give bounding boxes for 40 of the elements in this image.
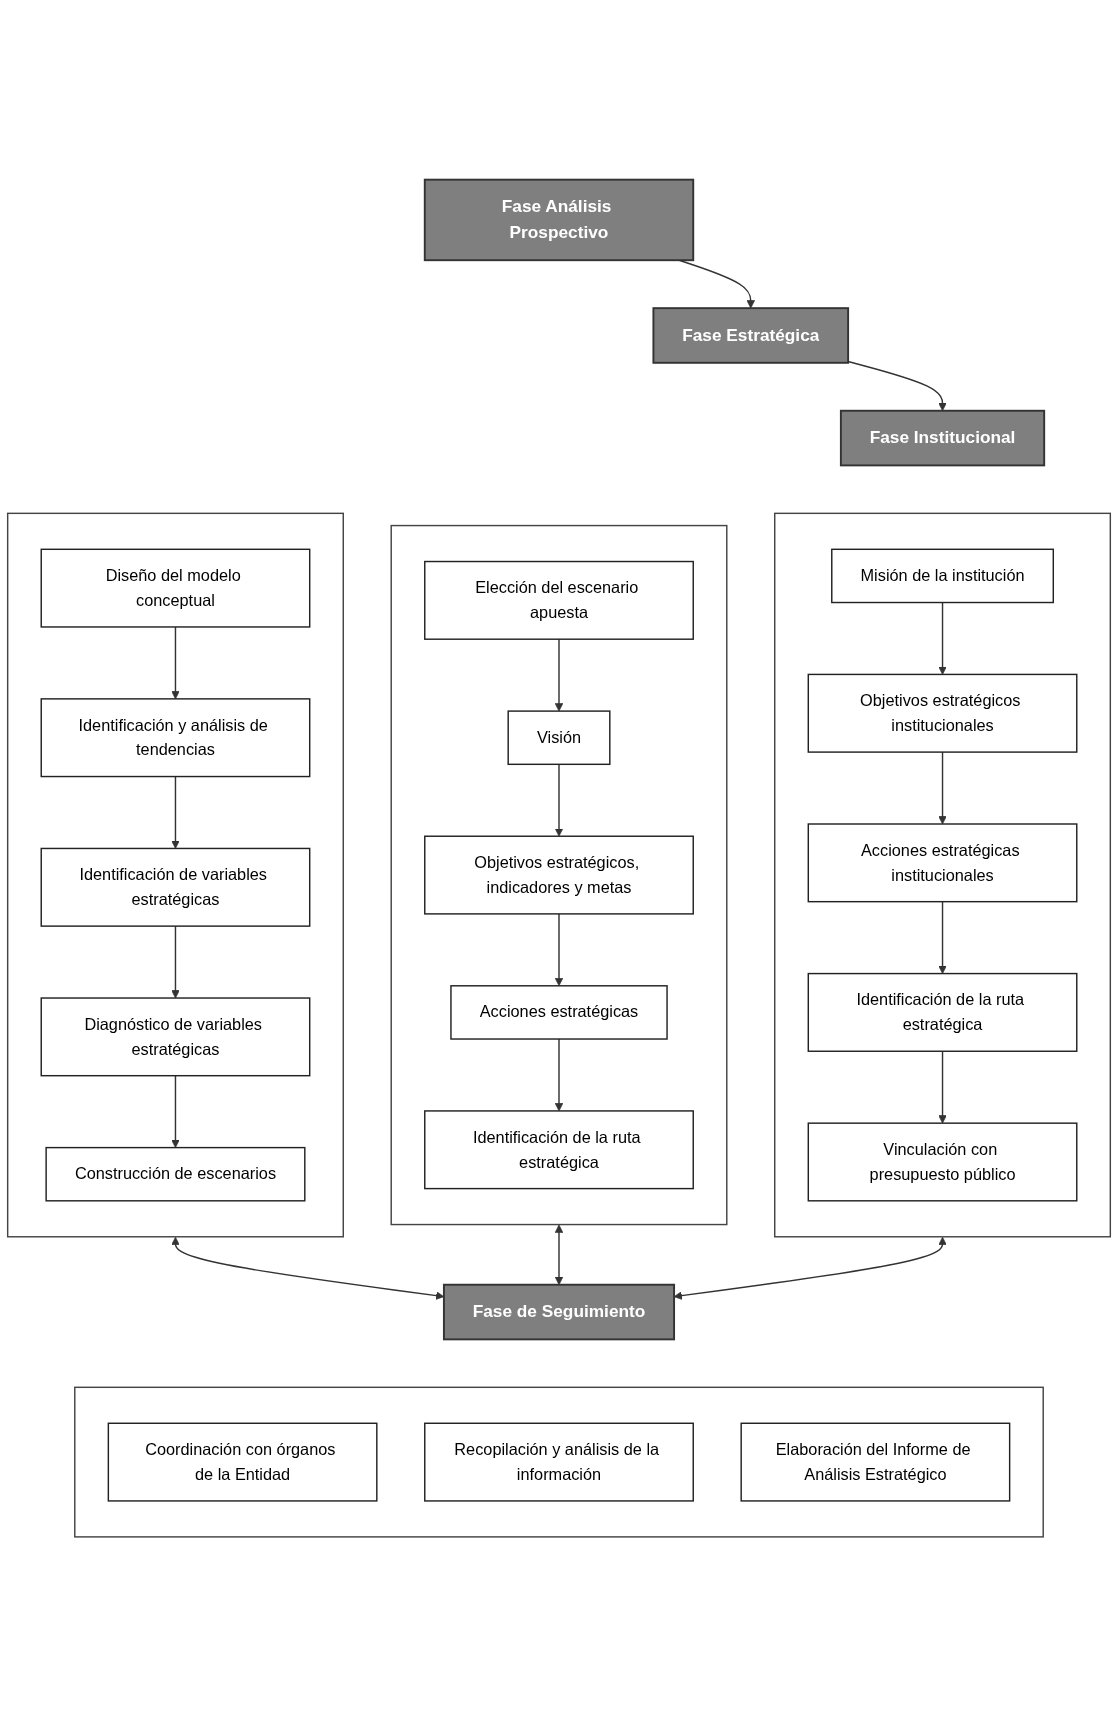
cluster [6,512,344,1238]
arrow [171,776,180,850]
node-box: Construcción de escenarios [45,1147,306,1202]
cluster [74,1386,1044,1538]
cluster [390,525,728,1226]
node-box: Identificación y análisis de tendencias [40,698,311,778]
arrow [938,1050,947,1124]
node-box: Vinculación con presupuesto público [807,1122,1078,1202]
node-box: Recopilación y análisis de la información [424,1422,694,1502]
node-box: Identificación de la ruta estratégica [424,1110,694,1190]
node-box: Objetivos estratégicos, indicadores y metas [424,835,694,915]
arrow [847,361,947,412]
node-box: Identificación de la ruta estratégica [807,973,1078,1053]
node-box: Fase Análisis Prospectivo [423,178,695,262]
node-box: Fase Estratégica [652,307,850,364]
node-box: Acciones estratégicas [450,985,668,1040]
node-box: Elección del escenario apuesta [424,561,694,641]
node-box: Elaboración del Informe de Análisis Estratégico [740,1422,1011,1502]
node-box: Fase Institucional [839,410,1046,467]
node-box: Objetivos estratégicos institucionales [807,673,1078,754]
node-box: Fase de Seguimiento [442,1284,676,1341]
node-box: Coordinación con órganos de la Entidad [107,1422,378,1502]
arrow [554,638,564,712]
node-box: Misión de la institución [831,548,1054,604]
arrow [171,1075,180,1149]
arrow [554,1224,564,1286]
arrow [938,602,947,676]
cluster [774,512,1112,1238]
node-box: Visión [507,710,611,766]
node-box: Acciones estratégicas institucionales [807,823,1078,903]
arrow [938,901,947,975]
arrow [554,1038,564,1112]
node-box: Identificación de variables estratégicas [40,847,311,928]
node-box: Diagnóstico de variables estratégicas [40,997,311,1077]
arrow [171,925,180,999]
arrow [554,913,564,987]
node-box: Diseño del modelo conceptual [40,548,311,628]
arrow [938,751,947,825]
arrow [554,763,564,837]
arrow [171,626,180,700]
